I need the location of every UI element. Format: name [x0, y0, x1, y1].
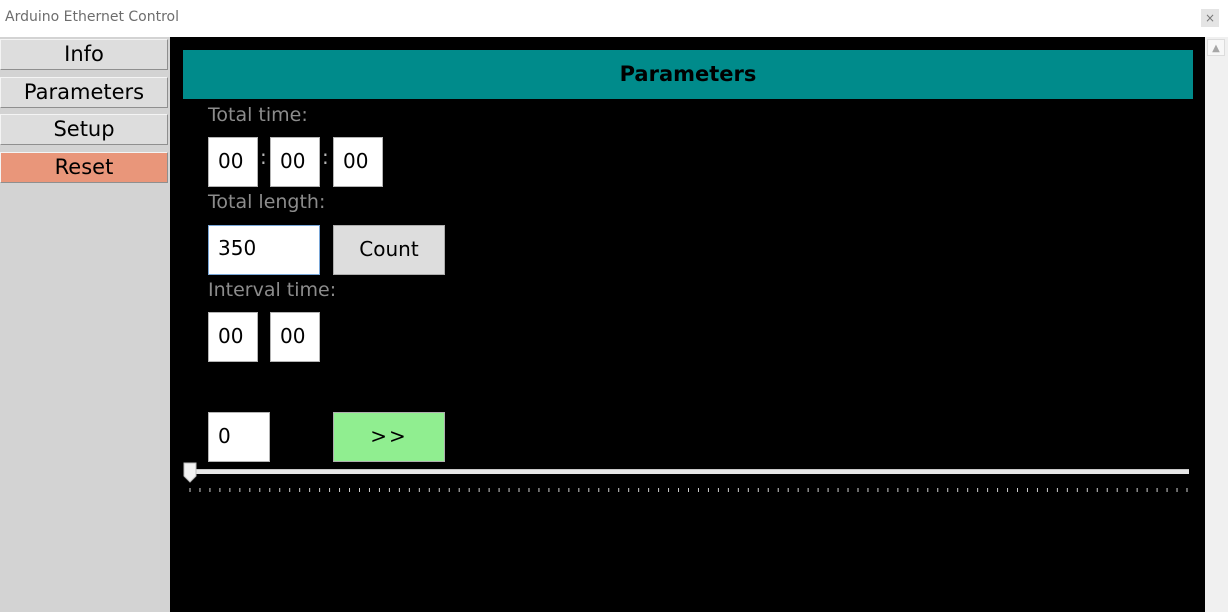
window-title: Arduino Ethernet Control	[5, 9, 179, 25]
total-time-hours-field[interactable]: 00	[208, 137, 258, 187]
sidebar-item-setup[interactable]: Setup	[0, 114, 168, 145]
slider-ticks	[189, 488, 1188, 492]
total-length-label: Total length:	[208, 191, 326, 213]
sidebar-item-label: Info	[64, 42, 104, 66]
total-length-field[interactable]: 350	[208, 225, 320, 275]
time-separator: :	[322, 145, 329, 169]
interval-time-label: Interval time:	[208, 279, 337, 301]
page-title: Parameters	[183, 50, 1193, 99]
main-panel: Parameters Total time: 00 : 00 : 00 Tota…	[170, 37, 1205, 612]
position-field[interactable]: 0	[208, 412, 270, 462]
close-icon: ×	[1204, 11, 1216, 25]
scroll-up-arrow-icon[interactable]: ▲	[1207, 39, 1225, 56]
sidebar-item-info[interactable]: Info	[0, 39, 168, 70]
sidebar-item-label: Setup	[53, 117, 115, 141]
sidebar-item-parameters[interactable]: Parameters	[0, 77, 168, 108]
scrollbar[interactable]: ▲	[1205, 37, 1228, 612]
total-time-minutes-field[interactable]: 00	[270, 137, 320, 187]
sidebar: Info Parameters Setup Reset	[0, 37, 170, 612]
interval-minutes-field[interactable]: 00	[208, 312, 258, 362]
title-bar: Arduino Ethernet Control ×	[0, 0, 1228, 37]
total-time-seconds-field[interactable]: 00	[333, 137, 383, 187]
count-button[interactable]: Count	[333, 225, 445, 275]
time-separator: :	[260, 145, 267, 169]
sidebar-item-reset[interactable]: Reset	[0, 152, 168, 183]
interval-seconds-field[interactable]: 00	[270, 312, 320, 362]
close-button[interactable]: ×	[1201, 9, 1219, 27]
sidebar-item-label: Parameters	[23, 80, 145, 104]
position-slider[interactable]	[183, 462, 1191, 502]
slider-thumb[interactable]	[183, 462, 199, 486]
slider-track	[189, 469, 1189, 474]
sidebar-item-label: Reset	[54, 155, 114, 179]
go-button[interactable]: >>	[333, 412, 445, 462]
total-time-label: Total time:	[208, 104, 308, 126]
